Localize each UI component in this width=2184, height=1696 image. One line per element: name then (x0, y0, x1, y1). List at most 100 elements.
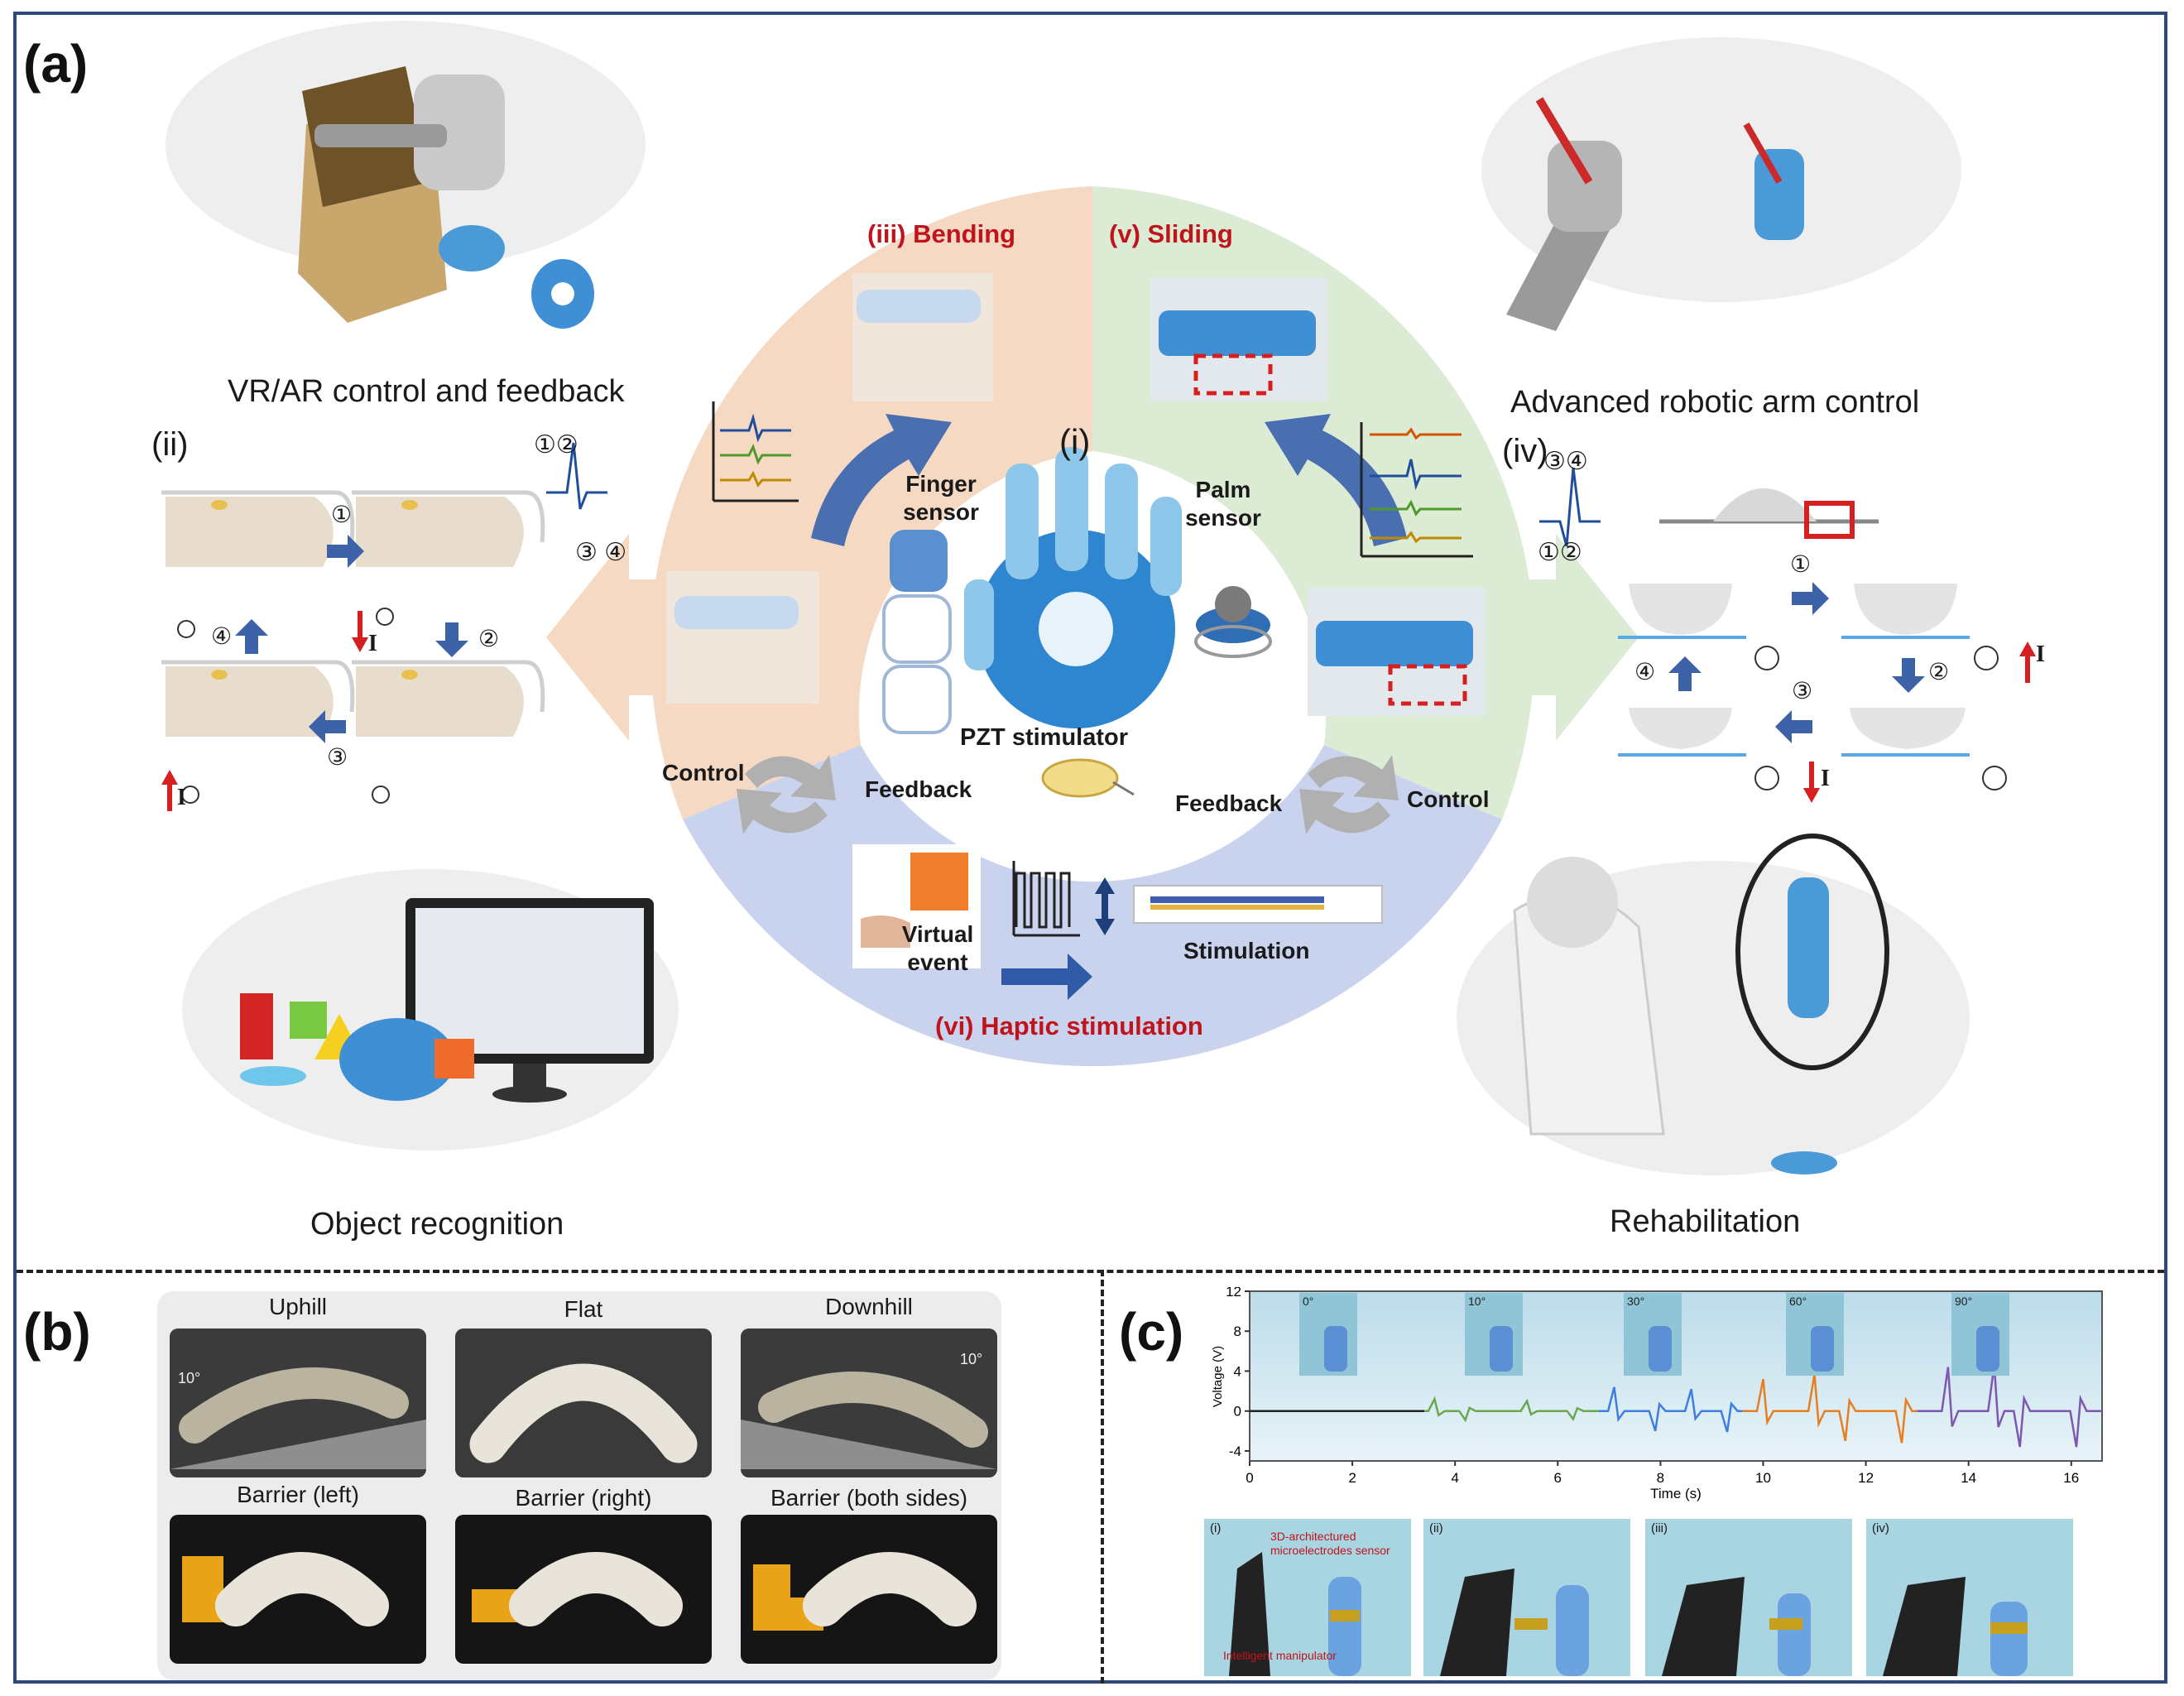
label-control-right: Control (1407, 786, 1490, 812)
label-stimulation: Stimulation (1183, 938, 1310, 963)
caption-robotic-arm: Advanced robotic arm control (1510, 385, 1920, 420)
ii-current-label-2: I (177, 785, 186, 810)
label-uphill: Uphill (268, 1294, 328, 1319)
x-tick-label-3: 6 (1554, 1470, 1562, 1486)
rehabilitation-illustration (1513, 834, 1889, 1175)
ii-finger-2 (356, 497, 524, 567)
bending-photo-bottom (666, 571, 819, 704)
ii-step-2: ② (478, 626, 500, 651)
sub-iv-diagram (1539, 467, 2036, 803)
pzt-stimulator-icon (1041, 758, 1135, 798)
separator-vertical (1101, 1270, 1104, 1684)
label-flat: Flat (564, 1296, 603, 1322)
iv-step-3: ③ (1792, 678, 1813, 704)
x-tick-label-0: 0 (1246, 1470, 1253, 1486)
inset-photo-0: 0° (1299, 1293, 1357, 1376)
y-tick-label-1: 0 (1234, 1404, 1241, 1420)
series-line-4 (1917, 1365, 2102, 1448)
y-tick-label-3: 8 (1234, 1324, 1241, 1339)
inset-photo-4: 90° (1951, 1293, 2009, 1376)
photo-label-i: (i) (1210, 1521, 1222, 1535)
x-tick-label-2: 4 (1451, 1470, 1458, 1486)
palm-sensor-icon (1194, 586, 1272, 658)
caption-rehabilitation: Rehabilitation (1610, 1204, 1801, 1239)
ii-step-1: ① (331, 502, 353, 527)
rotate-arrow-right (1299, 755, 1399, 834)
x-tick-label-7: 14 (1961, 1470, 1976, 1486)
iv-step-4: ④ (1634, 659, 1656, 685)
photo-label-ii: (ii) (1429, 1521, 1443, 1535)
center-glove-illustration (964, 447, 1182, 728)
ii-step-4: ④ (211, 623, 233, 649)
iv-dome-4 (1850, 708, 1966, 749)
label-barrier-both: Barrier (both sides) (770, 1485, 968, 1511)
label-iv: (iv) (1502, 433, 1548, 469)
object-recognition-illustration (240, 898, 654, 1103)
photo-c-iii (1645, 1519, 1852, 1676)
inset-angle-0: 0° (1303, 1295, 1314, 1308)
panel-label-b: (b) (23, 1302, 91, 1362)
label-control-left: Control (662, 760, 745, 786)
ii-step-3: ③ (327, 744, 348, 770)
iv-dome-3 (1629, 708, 1732, 749)
rotate-arrow-left (737, 755, 836, 834)
series-line-3 (1742, 1373, 1918, 1444)
photo-downhill (741, 1328, 997, 1477)
ii-peak-bottom-label: ③ ④ (575, 539, 627, 566)
curved-arrow-sliding (1265, 414, 1407, 546)
y-tick-label-0: -4 (1229, 1444, 1241, 1459)
photo-c-iv (1866, 1519, 2073, 1676)
panel-a-graphics (161, 21, 2036, 1175)
caption-vr-ar: VR/AR control and feedback (228, 374, 625, 409)
angle-label-uphill: 10° (178, 1370, 201, 1386)
photo-flat (455, 1328, 712, 1477)
inset-photo-1: 10° (1465, 1293, 1523, 1376)
robot-arm-illustration (1506, 97, 1804, 331)
label-i: (i) (1059, 422, 1091, 461)
label-downhill: Downhill (825, 1294, 913, 1319)
photo-c-i (1204, 1519, 1411, 1676)
label-virtual-event: Virtual event (901, 921, 974, 975)
arrow-right-sector (1473, 534, 1639, 741)
label-sliding: (v) Sliding (1109, 219, 1233, 248)
iv-step-1: ① (1790, 551, 1812, 577)
label-finger-sensor: Finger sensor (903, 471, 979, 525)
label-barrier-left: Barrier (left) (237, 1482, 359, 1507)
label-feedback-right: Feedback (1175, 790, 1283, 816)
inset-photo-3: 60° (1786, 1293, 1844, 1376)
y-tick-label-2: 4 (1234, 1363, 1241, 1379)
iv-dome-2 (1854, 584, 1957, 635)
iv-top-dome (1659, 488, 1879, 539)
inset-angle-1: 10° (1468, 1295, 1486, 1308)
curved-arrow-bending (811, 414, 952, 546)
series-line-2 (1598, 1386, 1743, 1433)
iv-peak-bottom-label: ①② (1538, 539, 1582, 566)
iv-peak-signal (1539, 467, 1601, 547)
figure-frame (13, 12, 2167, 1684)
label-ii: (ii) (151, 426, 189, 463)
x-tick-label-4: 8 (1657, 1470, 1664, 1486)
caption-object-recognition: Object recognition (310, 1207, 564, 1242)
label-feedback-left: Feedback (865, 776, 972, 802)
x-tick-label-6: 12 (1858, 1470, 1874, 1486)
bending-signal-plot (712, 401, 799, 502)
label-pzt-stimulator: PZT stimulator (960, 724, 1129, 751)
annotation-manipulator: Intelligent manipulator (1223, 1649, 1337, 1662)
photo-uphill (170, 1328, 426, 1477)
stimulation-device (1133, 885, 1383, 924)
finger-sensor-icons (882, 530, 952, 734)
label-barrier-right: Barrier (right) (515, 1485, 652, 1511)
ii-finger-4 (356, 666, 524, 737)
ii-peak-top-label: ①② (534, 431, 578, 459)
series-line-1 (1424, 1396, 1599, 1423)
separator-horizontal (17, 1270, 2164, 1273)
inset-angle-4: 90° (1955, 1295, 1973, 1308)
sector-haptic (683, 745, 1502, 1067)
ii-finger-1 (166, 497, 334, 567)
label-bending: (iii) Bending (867, 219, 1016, 248)
iv-step-2: ② (1928, 659, 1950, 685)
inset-photo-2: 30° (1624, 1293, 1682, 1376)
x-axis-label: Time (s) (1650, 1486, 1702, 1501)
photo-label-iii: (iii) (1651, 1521, 1668, 1535)
photo-label-iv: (iv) (1872, 1521, 1889, 1535)
